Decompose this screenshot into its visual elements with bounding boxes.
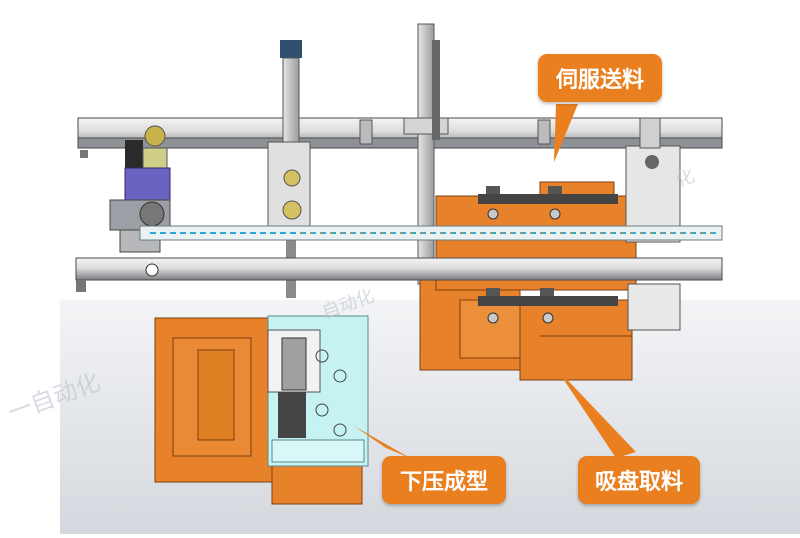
front-rail: [75, 257, 723, 292]
cardboard-stack-left: [154, 317, 363, 505]
right-upright: [625, 117, 681, 331]
suction-cups-top: [478, 186, 618, 220]
callout-servo-feed: 伺服送料: [538, 54, 662, 102]
suction-cups-bottom: [478, 288, 618, 324]
callout-press-forming: 下压成型: [382, 456, 506, 504]
conveyor-belt: [139, 225, 723, 241]
cardboard-stack-right: [419, 181, 637, 381]
callout-pointers: [354, 104, 636, 458]
callout-suction-pick: 吸盘取料: [578, 456, 700, 504]
back-rail: [77, 117, 723, 158]
press-forming-table: [267, 315, 369, 467]
